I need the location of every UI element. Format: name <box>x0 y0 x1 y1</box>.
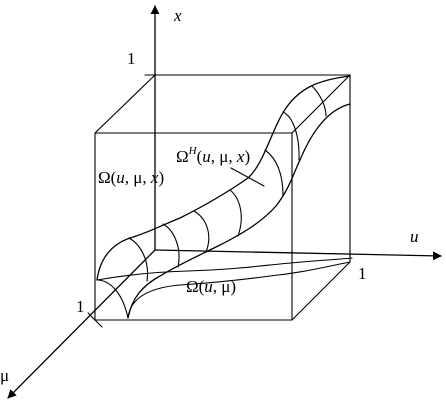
omega-h-x: x <box>236 147 245 166</box>
omega-h-open: ( <box>197 147 203 166</box>
omega-full-x: x <box>150 168 159 187</box>
x-tick-label: 1 <box>127 49 136 68</box>
mu-axis <box>7 249 156 399</box>
tube-cross-section-1 <box>96 279 129 319</box>
axis-x-label: x <box>173 6 182 25</box>
omega-full-symbol: Ω( <box>98 168 117 187</box>
unit-cube <box>94 74 351 321</box>
omega-h-u: u <box>202 147 211 166</box>
omega-base-region <box>96 257 353 319</box>
omega-base-symbol: Ω( <box>186 277 205 296</box>
omega-h-close: ) <box>244 147 250 166</box>
omega-h-sep: , μ, <box>211 147 237 166</box>
omega-base-u: u <box>204 277 213 296</box>
tube-cross-section-3 <box>162 223 180 268</box>
tube-cross-section-7 <box>282 111 300 161</box>
mu-tick-label: 1 <box>76 297 85 316</box>
omega-h-symbol: Ω <box>176 147 189 166</box>
mu-tick <box>87 312 103 328</box>
tube-cross-section-5 <box>229 189 242 237</box>
u-tick-label: 1 <box>358 264 367 283</box>
omega-base-sep: , μ) <box>213 277 236 296</box>
omega-base-label: Ω(u, μ) <box>186 277 236 296</box>
omega-full-close: ) <box>158 168 164 187</box>
base-region-upper <box>96 257 353 281</box>
axis-u-label: u <box>410 227 419 246</box>
tube-cross-section-2 <box>128 237 149 282</box>
cube-edge-top-right <box>291 74 351 134</box>
u-axis <box>154 249 442 261</box>
omega-full-u: u <box>116 168 125 187</box>
omega-h-label: ΩH(u, μ, x) <box>176 145 250 166</box>
omega-full-label: Ω(u, μ, x) <box>98 168 164 187</box>
omega-h-tube <box>96 75 351 319</box>
cube-edge-bottom-right <box>291 261 351 321</box>
omega-h-superscript: H <box>188 145 198 157</box>
axis-mu-label: μ <box>0 366 9 385</box>
tube-cross-section-4 <box>193 210 210 253</box>
tube-cross-section-8 <box>311 85 327 117</box>
cube-edge-top-left <box>94 74 156 134</box>
omega-h-leader <box>230 167 265 187</box>
omega-full-sep: , μ, <box>125 168 151 187</box>
base-region-lower <box>127 261 351 319</box>
tube-lower-boundary <box>127 103 351 319</box>
tube-cross-section-6 <box>264 149 284 197</box>
